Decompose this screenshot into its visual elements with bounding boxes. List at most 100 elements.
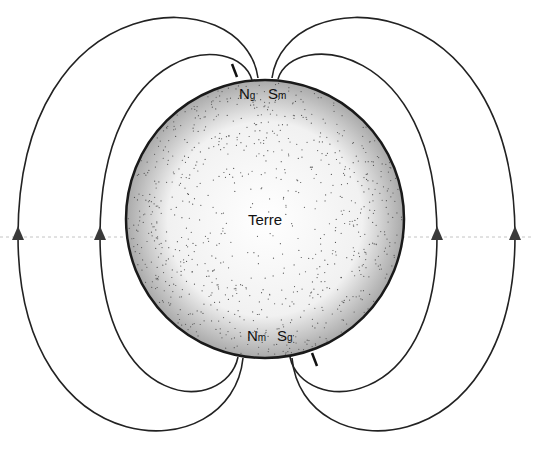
- stipple-dot: [264, 91, 265, 92]
- stipple-dot: [323, 119, 324, 120]
- stipple-dot: [387, 190, 388, 191]
- stipple-dot: [188, 157, 189, 158]
- stipple-dot: [267, 109, 268, 110]
- stipple-dot: [197, 170, 198, 171]
- stipple-dot: [316, 200, 317, 201]
- stipple-dot: [239, 316, 240, 317]
- stipple-dot: [222, 228, 223, 229]
- stipple-dot: [142, 195, 143, 196]
- stipple-dot: [343, 210, 344, 211]
- stipple-dot: [267, 336, 268, 337]
- stipple-dot: [173, 284, 174, 285]
- stipple-dot: [362, 265, 363, 266]
- stipple-dot: [266, 330, 267, 331]
- stipple-dot: [234, 337, 235, 338]
- stipple-dot: [317, 294, 318, 295]
- stipple-dot: [374, 140, 375, 141]
- stipple-dot: [161, 213, 162, 214]
- stipple-dot: [194, 109, 195, 110]
- stipple-dot: [314, 327, 315, 328]
- stipple-dot: [390, 180, 391, 181]
- stipple-dot: [317, 274, 318, 275]
- stipple-dot: [227, 287, 228, 288]
- stipple-dot: [174, 214, 175, 215]
- stipple-dot: [137, 231, 138, 232]
- stipple-dot: [204, 116, 205, 117]
- stipple-dot: [204, 130, 205, 131]
- stipple-dot: [158, 181, 159, 182]
- stipple-dot: [141, 247, 142, 248]
- stipple-dot: [258, 353, 259, 354]
- stipple-dot: [380, 231, 381, 232]
- stipple-dot: [139, 210, 140, 211]
- stipple-dot: [226, 223, 227, 224]
- stipple-dot: [311, 167, 312, 168]
- stipple-dot: [372, 243, 373, 244]
- stipple-dot: [280, 130, 281, 131]
- stipple-dot: [317, 150, 318, 151]
- stipple-dot: [363, 148, 364, 149]
- stipple-dot: [274, 303, 275, 304]
- stipple-dot: [376, 243, 377, 244]
- stipple-dot: [213, 179, 214, 180]
- stipple-dot: [337, 140, 338, 141]
- stipple-dot: [214, 302, 215, 303]
- stipple-dot: [354, 275, 355, 276]
- stipple-dot: [218, 286, 219, 287]
- stipple-dot: [193, 168, 194, 169]
- stipple-dot: [160, 200, 161, 201]
- stipple-dot: [369, 244, 370, 245]
- stipple-dot: [353, 162, 354, 163]
- stipple-dot: [325, 322, 326, 323]
- stipple-dot: [382, 163, 383, 164]
- stipple-dot: [369, 210, 370, 211]
- stipple-dot: [329, 223, 330, 224]
- stipple-dot: [357, 224, 358, 225]
- stipple-dot: [172, 155, 173, 156]
- stipple-dot: [360, 236, 361, 237]
- stipple-dot: [216, 245, 217, 246]
- stipple-dot: [308, 258, 309, 259]
- stipple-dot: [292, 225, 293, 226]
- stipple-dot: [253, 252, 254, 253]
- stipple-dot: [137, 264, 138, 265]
- stipple-dot: [154, 154, 155, 155]
- stipple-dot: [373, 213, 374, 214]
- stipple-dot: [389, 246, 390, 247]
- stipple-dot: [217, 90, 218, 91]
- stipple-dot: [356, 156, 357, 157]
- stipple-dot: [298, 158, 299, 159]
- stipple-dot: [392, 217, 393, 218]
- stipple-dot: [155, 167, 156, 168]
- stipple-dot: [401, 217, 402, 218]
- stipple-dot: [349, 221, 350, 222]
- stipple-dot: [192, 243, 193, 244]
- stipple-dot: [157, 137, 158, 138]
- stipple-dot: [316, 174, 317, 175]
- arrowhead: [12, 226, 24, 240]
- stipple-dot: [308, 340, 309, 341]
- stipple-dot: [196, 110, 197, 111]
- stipple-dot: [234, 347, 235, 348]
- stipple-dot: [258, 153, 259, 154]
- stipple-dot: [284, 268, 285, 269]
- stipple-dot: [339, 305, 340, 306]
- stipple-dot: [231, 280, 232, 281]
- stipple-dot: [391, 265, 392, 266]
- stipple-dot: [300, 99, 301, 100]
- stipple-dot: [203, 285, 204, 286]
- stipple-dot: [204, 263, 205, 264]
- stipple-dot: [141, 269, 142, 270]
- stipple-dot: [354, 220, 355, 221]
- stipple-dot: [147, 161, 148, 162]
- stipple-dot: [354, 172, 355, 173]
- stipple-dot: [341, 233, 342, 234]
- stipple-dot: [192, 128, 193, 129]
- stipple-dot: [155, 248, 156, 249]
- stipple-dot: [278, 124, 279, 125]
- stipple-dot: [152, 235, 153, 236]
- stipple-dot: [342, 214, 343, 215]
- stipple-dot: [210, 295, 211, 296]
- stipple-dot: [253, 104, 254, 105]
